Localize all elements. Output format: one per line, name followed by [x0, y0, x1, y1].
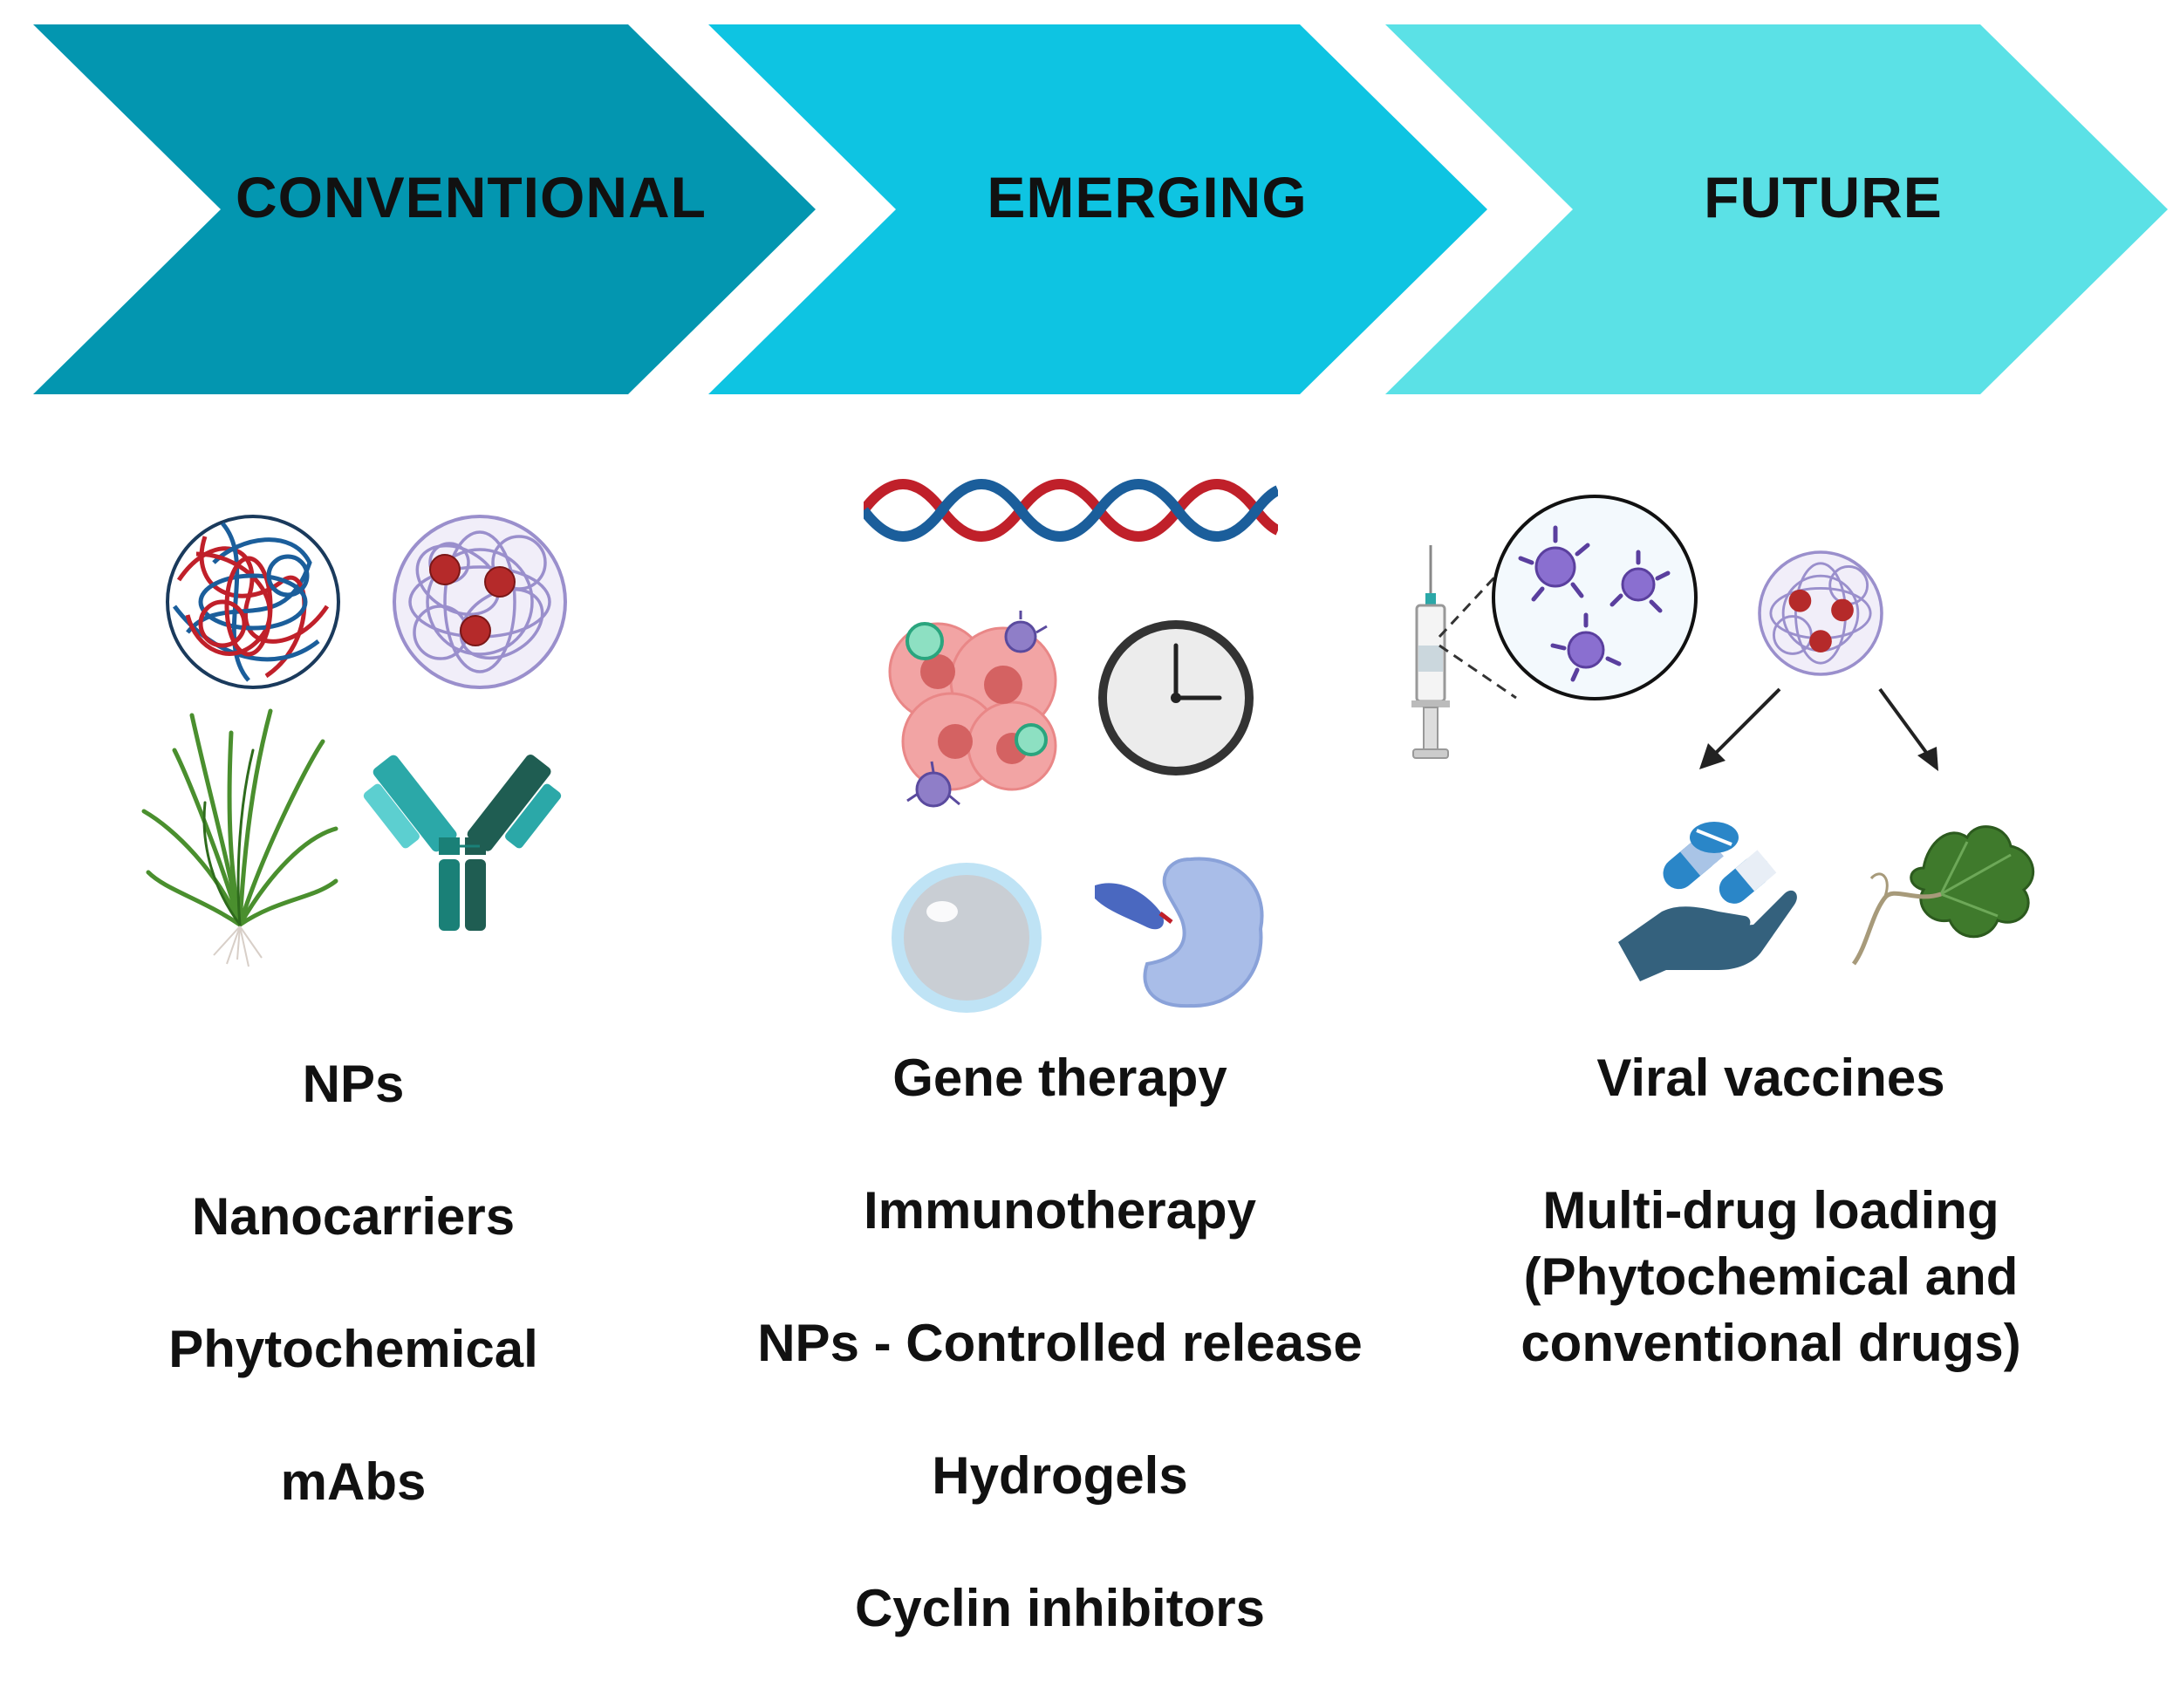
emerging-item: Cyclin inhibitors: [854, 1579, 1266, 1637]
phase-label-emerging: EMERGING: [987, 165, 1308, 229]
drug-loaded-nanoparticle-icon: [393, 515, 567, 689]
hydrogel-sphere-icon: [892, 863, 1042, 1013]
emerging-list: Gene therapy Immunotherapy NPs - Control…: [689, 1045, 1431, 1708]
arrow-right-icon: [1878, 687, 1938, 771]
chevron-conventional: [33, 24, 816, 394]
phase-label-conventional: CONVENTIONAL: [236, 165, 707, 229]
conventional-item: Nanocarriers: [191, 1187, 516, 1246]
chevron-emerging: [708, 24, 1487, 394]
syringe-icon: [1411, 545, 1450, 759]
conventional-item: mAbs: [280, 1452, 427, 1511]
drug-loaded-nanoparticle-small-icon: [1758, 550, 1883, 676]
polymer-nanoparticle-icon: [166, 515, 340, 689]
pills-hand-icon: [1618, 822, 1797, 981]
future-item: Multi-drug loading: [1542, 1181, 1999, 1240]
emerging-item: Immunotherapy: [863, 1181, 1257, 1240]
emerging-item: Gene therapy: [892, 1049, 1227, 1107]
emerging-item: Hydrogels: [932, 1446, 1188, 1505]
conventional-item: NPs: [302, 1055, 405, 1113]
conventional-item: Phytochemical: [168, 1320, 538, 1378]
chevron-future: [1385, 24, 2168, 394]
future-item: conventional drugs): [1521, 1314, 2021, 1372]
future-list: Viral vaccines Multi-drug loading (Phyto…: [1448, 1045, 2094, 1377]
future-item: (Phytochemical and: [1523, 1247, 2019, 1306]
arrow-left-icon: [1699, 687, 1781, 769]
antibody-icon: [363, 755, 562, 931]
virus-magnified-icon: [1492, 495, 1698, 700]
dna-helix-icon: [864, 479, 1278, 542]
leaf-icon: [1851, 825, 2035, 966]
emerging-item: NPs - Controlled release: [757, 1314, 1363, 1372]
clock-icon: [1098, 620, 1254, 775]
phase-chevrons: [33, 24, 2168, 394]
tumor-immune-cells-icon: [888, 611, 1057, 808]
grass-plant-icon: [141, 708, 338, 967]
cyclin-protein-icon: [1095, 857, 1264, 1008]
future-item: Viral vaccines: [1596, 1049, 1945, 1107]
conventional-list: NPs Nanocarriers Phytochemical mAbs: [92, 1051, 615, 1582]
phase-label-future: FUTURE: [1704, 165, 1943, 229]
